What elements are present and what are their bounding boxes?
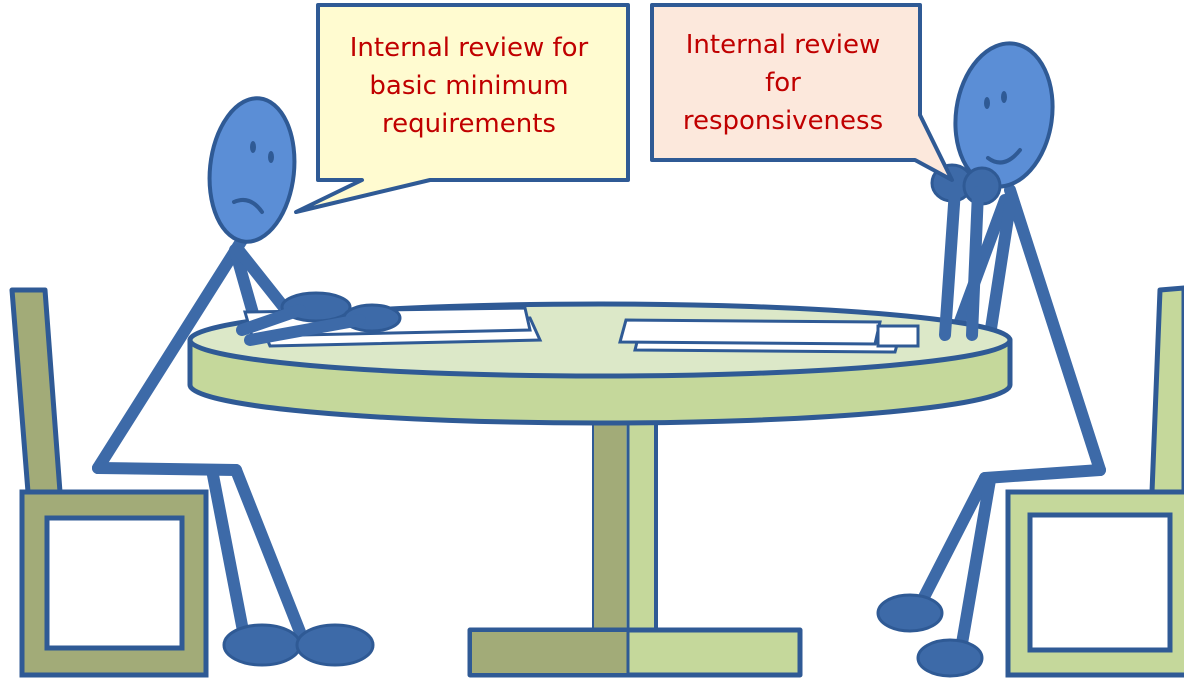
speech-bubble-left-text: Internal review for basic minimum requir… [349,33,589,139]
left-chair [9,287,209,678]
left-figure-upper [207,96,402,346]
sad-face-icon [207,96,297,244]
speech-bubble-right-text: Internal review for responsiveness [682,30,884,136]
feet [222,593,984,678]
right-foot [916,638,984,678]
right-foot [876,593,944,633]
speech-bubble-left [294,3,630,214]
right-chair [1005,285,1184,678]
right-figure-upper [930,41,1055,341]
left-foot [222,623,302,667]
table-pedestal [467,393,803,678]
left-foot [295,623,375,667]
speech-bubble-right [650,3,954,182]
